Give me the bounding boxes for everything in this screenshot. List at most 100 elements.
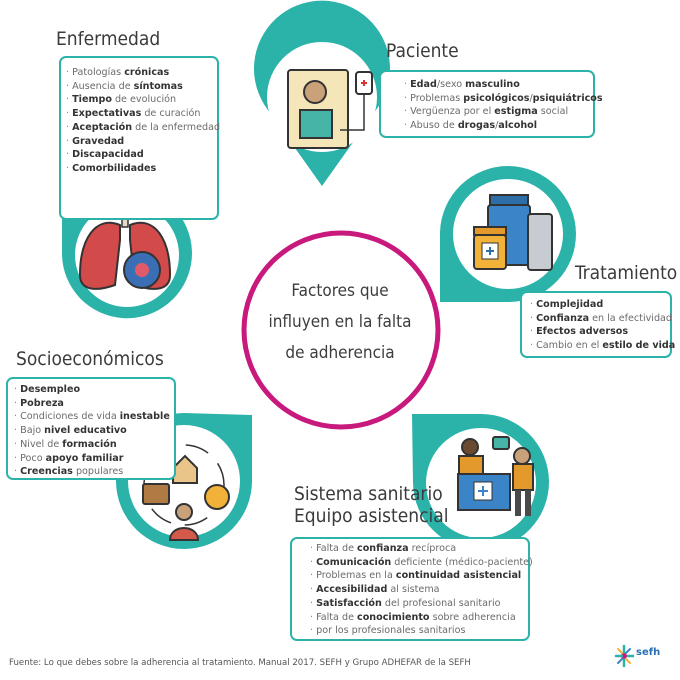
list-item: Edad/sexo masculino — [404, 78, 603, 92]
list-item: Pobreza — [14, 397, 170, 411]
list-item: Satisfacción del profesional sanitario — [310, 597, 533, 611]
item-text: Cambio en el — [536, 340, 603, 352]
list-item: Confianza en la efectividad — [530, 312, 675, 326]
bold-text: crónicas — [124, 67, 170, 78]
bold-text: formación — [62, 438, 117, 450]
item-text: sobre adherencia — [429, 611, 516, 623]
item-text: del profesional sanitario — [381, 597, 501, 609]
center-circle — [241, 230, 441, 430]
item-text: Patologías — [72, 67, 125, 78]
item-text: Problemas — [410, 92, 464, 104]
bold-text: Comunicación — [316, 556, 392, 568]
bold-text: Desempleo — [20, 384, 81, 395]
list-item: Creencias populares — [14, 465, 170, 479]
bold-text: Efectos adversos — [536, 326, 629, 338]
center-title-line3: de adherencia — [285, 343, 395, 363]
item-text: Problemas en la — [316, 570, 396, 582]
center-title-line1: Factores que — [291, 281, 389, 301]
item-text: de curación — [141, 108, 201, 120]
list-item: Poco apoyo familiar — [14, 452, 170, 466]
sanitario-list: Falta de confianza recíprocaComunicación… — [310, 542, 533, 638]
item-text: en la efectividad — [589, 312, 673, 324]
list-item: Accesibilidad al sistema — [310, 583, 533, 597]
item-text: Vergüenza por el — [410, 106, 495, 118]
lungs-virus-icon — [78, 204, 172, 290]
item-text: deficiente (médico-paciente) — [391, 556, 533, 568]
enfermedad-title: Enfermedad — [56, 28, 161, 50]
list-item: Bajo nivel educativo — [14, 424, 170, 438]
sefh-logo-mark — [614, 644, 634, 668]
bold-text: confianza — [357, 543, 409, 554]
list-item: Abuso de drogas/alcohol — [404, 119, 603, 133]
bold-text: estilo de vida — [602, 340, 676, 352]
list-item: Falta de conocimiento sobre adherencia — [310, 611, 533, 625]
socioeconomicos-list: DesempleoPobrezaCondiciones de vida ines… — [14, 383, 170, 479]
bold-text: Edad — [410, 79, 437, 90]
center-title: Factores que influyen en la falta de adh… — [258, 276, 422, 369]
list-item: Comorbilidades — [66, 162, 220, 176]
bold-text: Pobreza — [20, 397, 64, 409]
tratamiento-title: Tratamiento — [575, 262, 678, 284]
list-item: Tiempo de evolución — [66, 93, 220, 107]
item-text: Nivel de — [20, 438, 63, 450]
item-text: al sistema — [387, 584, 440, 596]
item-text: de la enfermedad — [132, 121, 221, 133]
item-text: Ausencia de — [72, 80, 134, 92]
socioeconomicos-title: Socioeconómicos — [16, 348, 164, 370]
enfermedad-list: Patologías crónicasAusencia de síntomasT… — [66, 66, 220, 176]
sanitario-title-line2: Equipo asistencial — [294, 505, 449, 527]
list-item: Complejidad — [530, 298, 675, 312]
list-item: Gravedad — [66, 135, 220, 149]
bold-text: estigma — [494, 106, 538, 118]
list-item: Comunicación deficiente (médico-paciente… — [310, 556, 533, 570]
item-text: Abuso de — [410, 120, 458, 132]
item-text: / — [529, 92, 533, 104]
bold-text: continuidad asistencial — [395, 570, 522, 582]
item-text: por los profesionales sanitarios — [316, 625, 466, 637]
bold-text: apoyo familiar — [45, 452, 124, 464]
bold-text: psicológicos — [463, 92, 530, 104]
list-item: Vergüenza por el estigma social — [404, 105, 603, 119]
bold-text: nivel educativo — [44, 425, 127, 437]
item-text: Condiciones de vida — [20, 411, 120, 423]
item-text: populares — [72, 466, 124, 478]
bold-text: masculino — [465, 79, 520, 90]
list-item: Problemas en la continuidad asistencial — [310, 569, 533, 583]
list-item: Ausencia de síntomas — [66, 80, 220, 94]
bold-text: Discapacidad — [72, 149, 144, 161]
list-item: Condiciones de vida inestable — [14, 410, 170, 424]
bold-text: Confianza — [536, 312, 590, 324]
sefh-logo-text: sefh — [636, 647, 661, 658]
list-item: Expectativas de curación — [66, 107, 220, 121]
bold-text: conocimiento — [357, 611, 430, 623]
bold-text: Accesibilidad — [316, 584, 388, 596]
item-text: social — [537, 106, 569, 118]
bold-text: drogas — [457, 120, 496, 132]
list-item: Desempleo — [14, 383, 170, 397]
list-item: Cambio en el estilo de vida — [530, 339, 675, 353]
item-text: / — [495, 120, 499, 132]
list-item: Patologías crónicas — [66, 66, 220, 80]
reception-desk-icon — [457, 436, 534, 516]
item-text: de evolución — [111, 94, 177, 106]
bold-text: Aceptación — [72, 121, 133, 133]
item-text: /sexo — [436, 79, 466, 90]
item-text: Poco — [20, 452, 46, 464]
medicine-bottles-icon — [473, 194, 553, 271]
list-item: por los profesionales sanitarios — [310, 624, 533, 638]
item-text: Bajo — [20, 425, 45, 437]
bold-text: Satisfacción — [316, 597, 382, 609]
bold-text: alcohol — [498, 120, 538, 132]
list-item: Efectos adversos — [530, 325, 675, 339]
bold-text: Expectativas — [72, 108, 142, 120]
tratamiento-list: ComplejidadConfianza en la efectividadEf… — [530, 298, 675, 353]
item-text: recíproca — [408, 543, 457, 554]
socioeconomic-cycle-icon — [142, 444, 230, 541]
bold-text: síntomas — [133, 80, 183, 92]
sanitario-title-line1: Sistema sanitario — [294, 483, 443, 505]
item-text: Falta de — [316, 543, 358, 554]
list-item: Problemas psicológicos/psiquiátricos — [404, 92, 602, 106]
center-title-line2: influyen en la falta — [268, 312, 412, 332]
paciente-list: Edad/sexo masculinoProblemas psicológico… — [404, 78, 603, 133]
